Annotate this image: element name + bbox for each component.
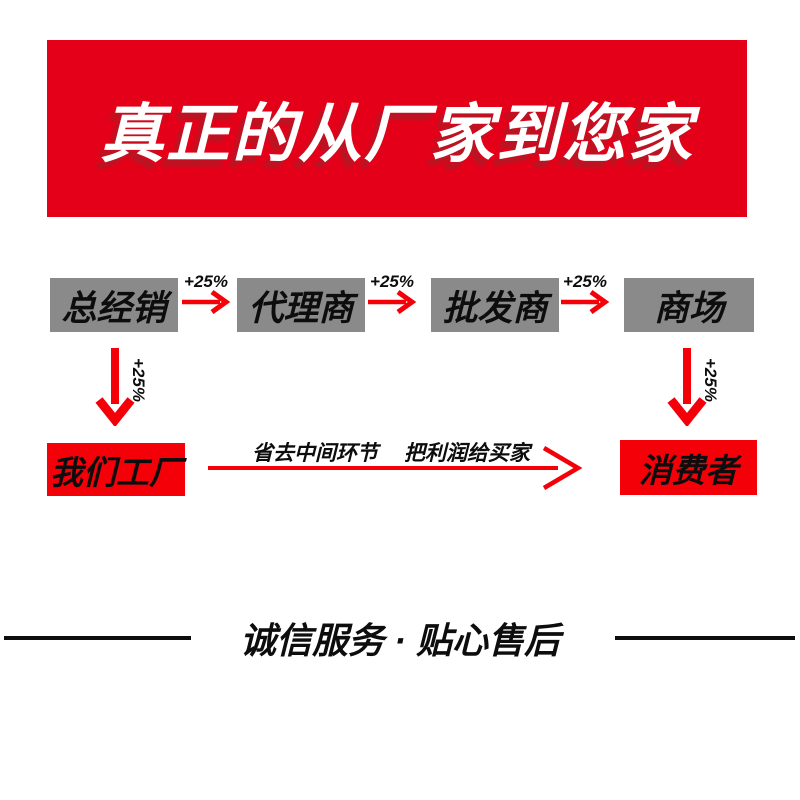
- arrow-right-icon: [368, 289, 417, 314]
- chain-step-3: +25%: [558, 273, 612, 314]
- arrow-right-icon: [182, 289, 231, 314]
- arrow-note-right: 把利润给买家: [404, 442, 530, 465]
- increment-label-rotated: +25%: [701, 358, 720, 402]
- banner-title: 真正的从厂家到您家: [100, 97, 694, 170]
- chain-node-label: 批发商: [442, 288, 548, 328]
- arrow-right-long-icon: [208, 446, 583, 490]
- chain-node-agent: 代理商: [237, 278, 365, 332]
- arrow-down-icon: [667, 348, 707, 426]
- chain-node-mall: 商场: [624, 278, 754, 332]
- arrow-down-icon: [95, 348, 135, 426]
- factory-label: 我们工厂: [50, 453, 182, 491]
- chain-node-distributor: 总经销: [50, 278, 178, 332]
- footer-rule-right: [615, 636, 795, 640]
- consumer-label: 消费者: [639, 451, 738, 489]
- increment-label: +25%: [563, 272, 607, 291]
- arrow-note-left: 省去中间环节: [252, 442, 378, 465]
- chain-step-2: +25%: [365, 273, 419, 314]
- increment-label: +25%: [370, 272, 414, 291]
- chain-node-label: 代理商: [248, 288, 354, 328]
- chain-step-1: +25%: [179, 273, 233, 314]
- chain-node-label: 总经销: [61, 288, 167, 328]
- chain-node-wholesaler: 批发商: [431, 278, 559, 332]
- footer-rule-left: [4, 636, 191, 640]
- arrow-right-icon: [561, 289, 610, 314]
- factory-box: 我们工厂: [47, 443, 185, 496]
- banner: 真正的从厂家到您家: [47, 40, 747, 217]
- increment-label: +25%: [184, 272, 228, 291]
- chain-node-label: 商场: [653, 288, 724, 328]
- footer-slogan: 诚信服务 · 贴心售后: [240, 620, 560, 661]
- increment-label-rotated: +25%: [129, 358, 148, 402]
- consumer-box: 消费者: [620, 440, 757, 495]
